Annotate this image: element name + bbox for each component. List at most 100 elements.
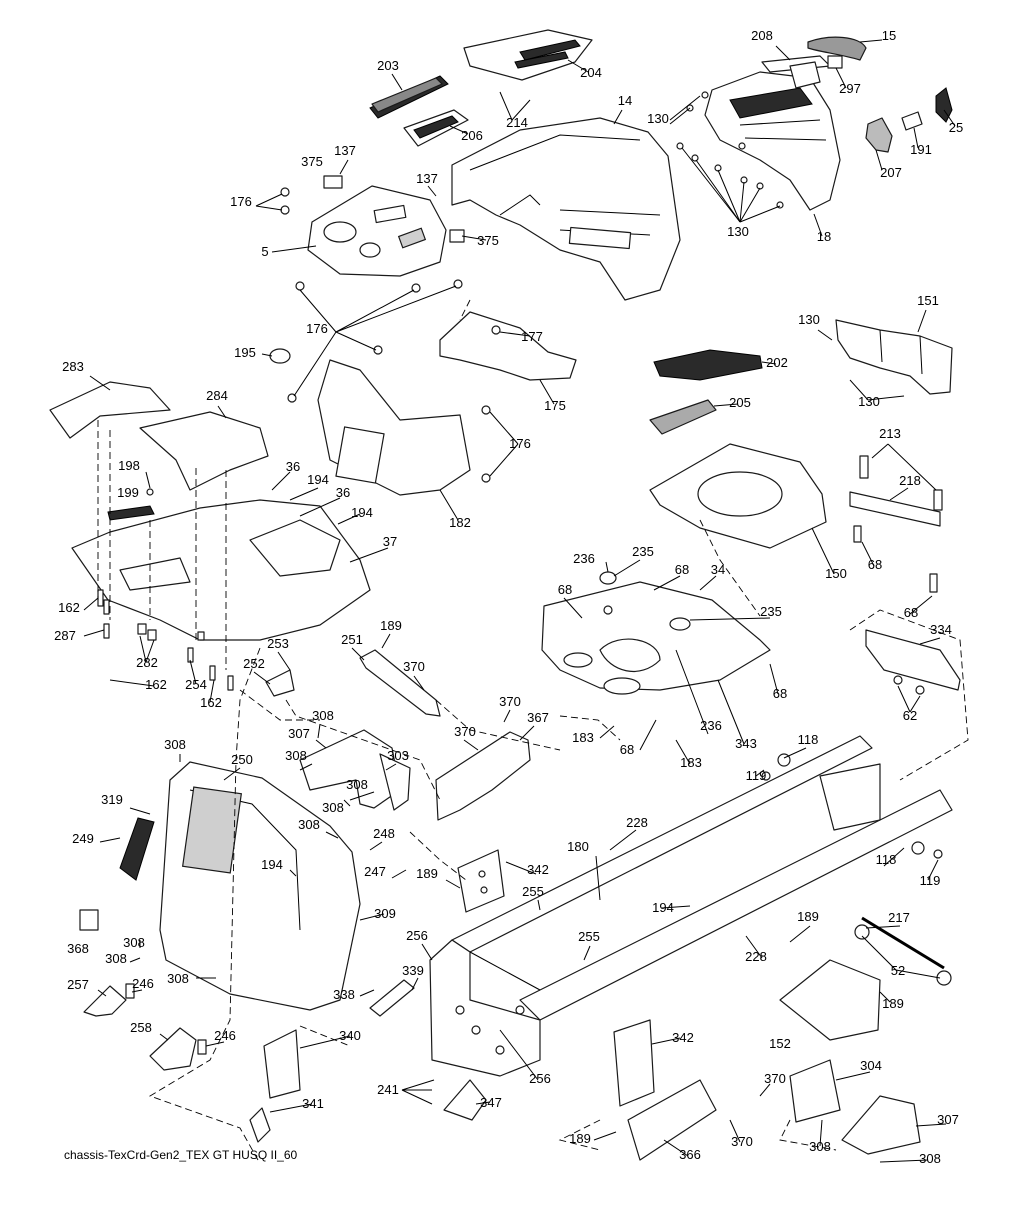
part-235-a: [599, 571, 617, 585]
callout-130: 130: [858, 394, 880, 409]
callout-183: 183: [572, 730, 594, 745]
callout-203: 203: [377, 58, 399, 73]
part-grille-206: [403, 109, 469, 147]
part-hood-14: [451, 117, 681, 301]
callout-189: 189: [569, 1131, 591, 1146]
callout-308: 308: [809, 1139, 831, 1154]
part-bracket-303: [299, 729, 411, 811]
callout-334: 334: [930, 622, 952, 637]
callout-304: 304: [860, 1058, 882, 1073]
callout-303: 303: [387, 748, 409, 763]
callout-258: 258: [130, 1020, 152, 1035]
part-console-182: [317, 359, 491, 496]
callout-340: 340: [339, 1028, 361, 1043]
part-dash-panel-5: [307, 185, 447, 277]
callout-34: 34: [711, 562, 725, 577]
part-cover-283: [49, 381, 171, 439]
callout-194: 194: [261, 857, 283, 872]
callout-213: 213: [879, 426, 901, 441]
part-304: [789, 1059, 841, 1123]
callout-195: 195: [234, 345, 256, 360]
callout-370: 370: [731, 1134, 753, 1149]
callout-52: 52: [891, 963, 905, 978]
callout-189: 189: [797, 909, 819, 924]
callout-162: 162: [200, 695, 222, 710]
callout-308: 308: [346, 777, 368, 792]
callout-176: 176: [230, 194, 252, 209]
part-bracket-175: [439, 311, 577, 381]
callout-367: 367: [527, 710, 549, 725]
callout-247: 247: [364, 864, 386, 879]
washer-118-b: [911, 841, 925, 855]
callout-236: 236: [573, 551, 595, 566]
screw-176-b: [280, 205, 290, 215]
callout-189: 189: [416, 866, 438, 881]
callout-25: 25: [949, 120, 963, 135]
callout-199: 199: [117, 485, 139, 500]
callout-308: 308: [312, 708, 334, 723]
part-headlight-203: [369, 75, 449, 119]
callout-37: 37: [383, 534, 397, 549]
callout-308: 308: [285, 748, 307, 763]
callout-341: 341: [302, 1096, 324, 1111]
part-bracket-334: [865, 629, 961, 695]
callout-214: 214: [506, 115, 528, 130]
callout-36: 36: [286, 459, 300, 474]
callout-257: 257: [67, 977, 89, 992]
callout-308: 308: [919, 1151, 941, 1166]
callout-218: 218: [899, 473, 921, 488]
callout-206: 206: [461, 128, 483, 143]
part-207: [865, 117, 893, 153]
callout-236: 236: [700, 718, 722, 733]
callout-342: 342: [527, 862, 549, 877]
callout-255: 255: [522, 884, 544, 899]
callout-5: 5: [261, 244, 268, 259]
callout-241: 241: [377, 1082, 399, 1097]
part-340: [263, 1029, 301, 1099]
callout-62: 62: [903, 708, 917, 723]
callout-130: 130: [647, 111, 669, 126]
callout-177: 177: [521, 329, 543, 344]
part-252: [265, 669, 295, 697]
callout-235: 235: [632, 544, 654, 559]
callout-370: 370: [499, 694, 521, 709]
callout-368: 368: [67, 941, 89, 956]
part-panel-309: [159, 761, 361, 1011]
callout-307: 307: [288, 726, 310, 741]
part-plate-342-a: [457, 849, 505, 913]
callout-297: 297: [839, 81, 861, 96]
part-198: [146, 488, 154, 496]
callout-366: 366: [679, 1147, 701, 1162]
callout-130: 130: [798, 312, 820, 327]
callout-347: 347: [480, 1095, 502, 1110]
callout-370: 370: [403, 659, 425, 674]
callout-246: 246: [132, 976, 154, 991]
callout-194: 194: [351, 505, 373, 520]
screws-130-group: [676, 91, 784, 209]
callout-68: 68: [558, 582, 572, 597]
part-25: [935, 87, 953, 123]
callout-205: 205: [729, 395, 751, 410]
callout-119: 119: [746, 768, 767, 783]
callout-119: 119: [920, 873, 941, 888]
callout-198: 198: [118, 458, 140, 473]
screw-176-a: [280, 187, 290, 197]
callout-375: 375: [477, 233, 499, 248]
spring-246-b: [197, 1039, 207, 1055]
callout-194: 194: [652, 900, 674, 915]
callout-189: 189: [882, 996, 904, 1011]
part-plate-218: [849, 455, 943, 593]
part-hood-vent-top: [463, 29, 593, 81]
callout-319: 319: [101, 792, 123, 807]
callout-204: 204: [580, 65, 602, 80]
part-cover-152: [779, 959, 881, 1041]
callout-339: 339: [402, 963, 424, 978]
callout-162: 162: [145, 677, 167, 692]
callout-255: 255: [578, 929, 600, 944]
screw-176-f: [373, 345, 383, 355]
part-clip-297: [827, 55, 843, 69]
callout-208: 208: [751, 28, 773, 43]
callout-175: 175: [544, 398, 566, 413]
